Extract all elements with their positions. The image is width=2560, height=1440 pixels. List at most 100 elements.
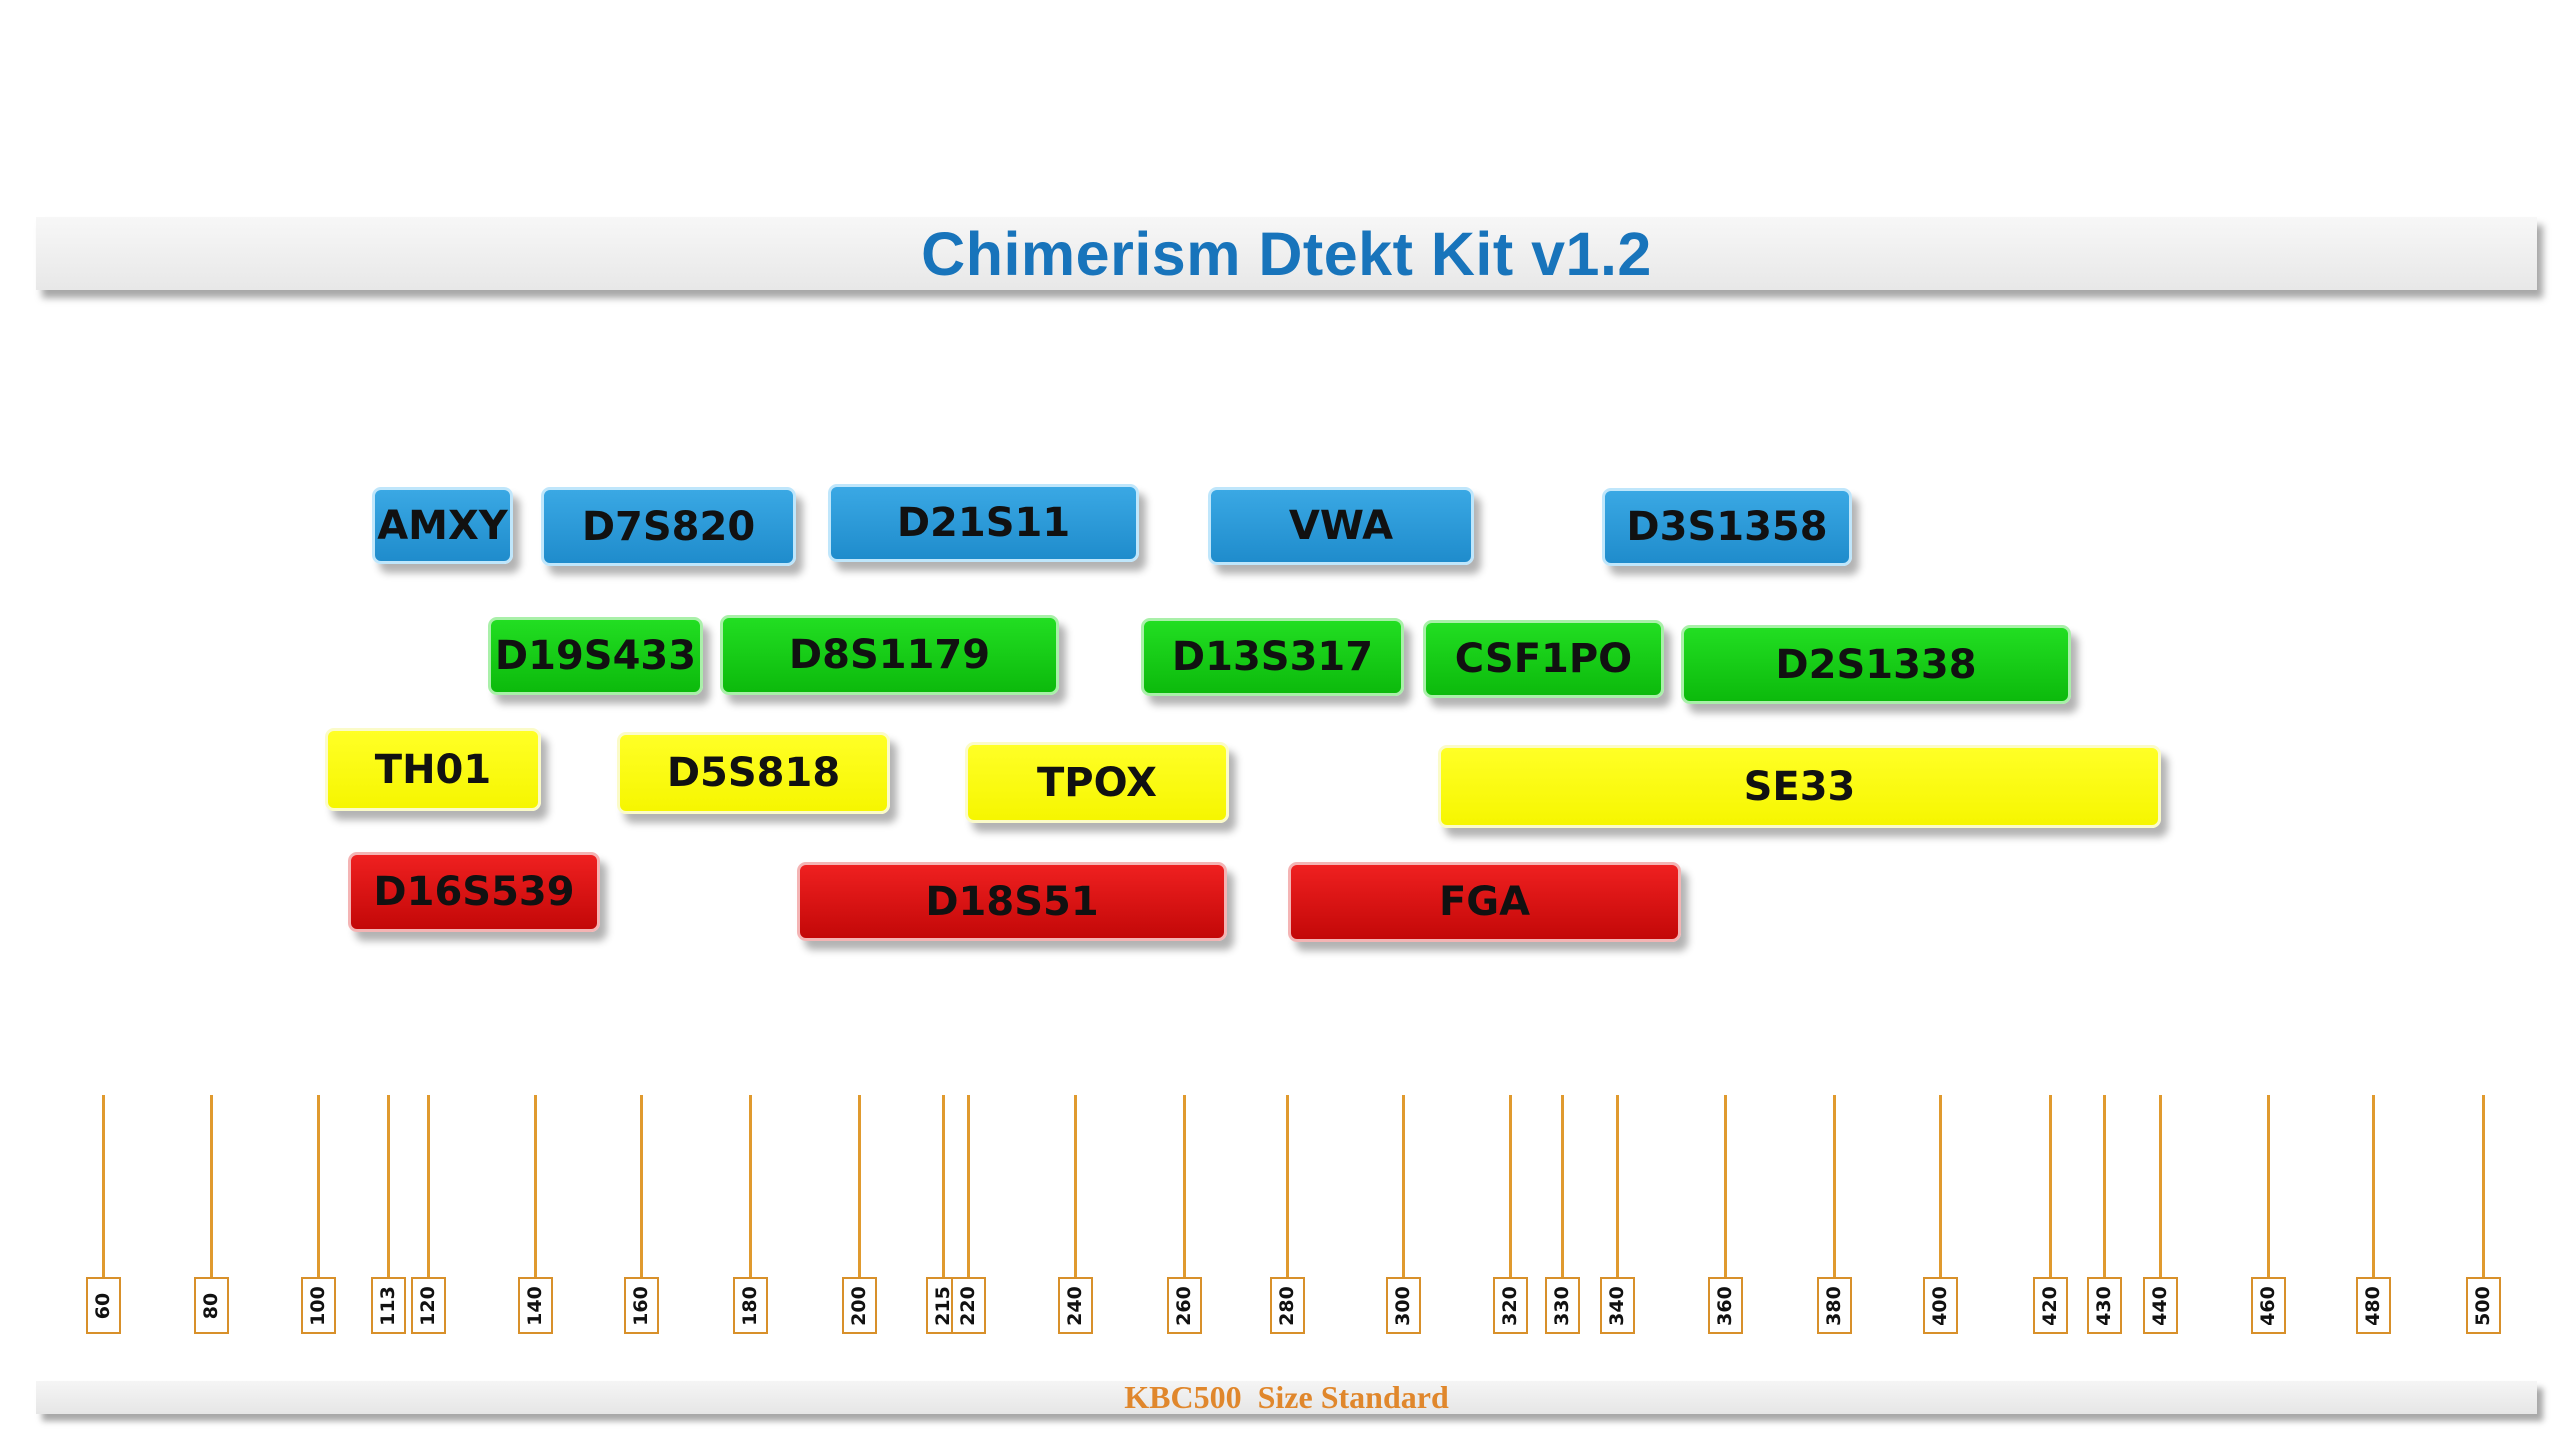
marker-d19s433: D19S433 [488, 617, 703, 695]
ladder-line-300 [1401, 1095, 1405, 1278]
ladder-size-text: 320 [1499, 1285, 1522, 1326]
ladder-line-360 [1723, 1095, 1727, 1278]
ladder-size-text: 400 [1929, 1285, 1952, 1326]
ladder-label-480: 480 [2355, 1277, 2391, 1334]
marker-d13s317: D13S317 [1141, 618, 1404, 696]
page-title: Chimerism Dtekt Kit v1.2 [921, 219, 1652, 288]
ladder-line-140 [533, 1095, 537, 1278]
marker-th01: TH01 [325, 728, 541, 811]
ladder-size-text: 300 [1392, 1285, 1415, 1326]
ladder-size-text: 240 [1064, 1285, 1087, 1326]
ladder-label-330: 330 [1544, 1277, 1580, 1334]
marker-d7s820: D7S820 [541, 487, 796, 566]
ladder-label-360: 360 [1707, 1277, 1743, 1334]
ladder-label-100: 100 [300, 1277, 336, 1334]
ladder-label-440: 440 [2142, 1277, 2178, 1334]
ladder-size-text: 220 [957, 1285, 980, 1326]
ladder-size-text: 160 [630, 1285, 653, 1326]
ladder-size-text: 420 [2039, 1285, 2062, 1326]
ladder-line-80 [209, 1095, 213, 1278]
marker-se33: SE33 [1438, 745, 2161, 828]
ladder-label-60: 60 [85, 1277, 121, 1334]
ladder-line-260 [1182, 1095, 1186, 1278]
size-standard-label: KBC500 Size Standard [1124, 1379, 1449, 1415]
marker-vwa: VWA [1208, 487, 1474, 565]
ladder-line-200 [857, 1095, 861, 1278]
marker-tpox: TPOX [965, 742, 1229, 823]
ladder-line-330 [1560, 1095, 1564, 1278]
ladder-size-text: 330 [1551, 1285, 1574, 1326]
ladder-size-text: 80 [199, 1292, 222, 1319]
ladder-line-220 [966, 1095, 970, 1278]
ladder-line-480 [2371, 1095, 2375, 1278]
ladder-size-text: 380 [1823, 1285, 1846, 1326]
ladder-size-text: 60 [91, 1292, 114, 1319]
ladder-line-420 [2048, 1095, 2052, 1278]
ladder-label-300: 300 [1385, 1277, 1421, 1334]
marker-d5s818: D5S818 [617, 732, 890, 814]
ladder-line-100 [316, 1095, 320, 1278]
marker-fga: FGA [1288, 862, 1681, 942]
ladder-size-text: 140 [524, 1285, 547, 1326]
ladder-line-460 [2266, 1095, 2270, 1278]
ladder-line-380 [1832, 1095, 1836, 1278]
ladder-label-120: 120 [410, 1277, 446, 1334]
marker-amxy: AMXY [372, 487, 513, 564]
ladder-label-200: 200 [841, 1277, 877, 1334]
ladder-label-400: 400 [1922, 1277, 1958, 1334]
ladder-size-text: 500 [2472, 1285, 2495, 1326]
ladder-line-120 [426, 1095, 430, 1278]
ladder-label-220: 220 [950, 1277, 986, 1334]
ladder-label-140: 140 [517, 1277, 553, 1334]
ladder-label-420: 420 [2032, 1277, 2068, 1334]
ladder-line-113 [386, 1095, 390, 1278]
ladder-label-240: 240 [1057, 1277, 1093, 1334]
ladder-label-113: 113 [370, 1277, 406, 1334]
ladder-size-text: 480 [2362, 1285, 2385, 1326]
ladder-label-320: 320 [1492, 1277, 1528, 1334]
ladder-label-260: 260 [1166, 1277, 1202, 1334]
ladder-size-text: 440 [2149, 1285, 2172, 1326]
ladder-line-500 [2481, 1095, 2485, 1278]
ladder-line-340 [1615, 1095, 1619, 1278]
ladder-size-text: 430 [2093, 1285, 2116, 1326]
ladder-label-460: 460 [2250, 1277, 2286, 1334]
ladder-line-430 [2102, 1095, 2106, 1278]
ladder-size-text: 180 [739, 1285, 762, 1326]
ladder-size-text: 100 [307, 1285, 330, 1326]
marker-d21s11: D21S11 [828, 484, 1139, 562]
marker-d16s539: D16S539 [348, 852, 600, 932]
ladder-size-text: 280 [1276, 1285, 1299, 1326]
ladder-line-440 [2158, 1095, 2162, 1278]
ladder-label-430: 430 [2086, 1277, 2122, 1334]
ladder-line-400 [1938, 1095, 1942, 1278]
ladder-size-text: 113 [377, 1285, 400, 1326]
ladder-label-500: 500 [2465, 1277, 2501, 1334]
ladder-label-160: 160 [623, 1277, 659, 1334]
ladder-line-280 [1285, 1095, 1289, 1278]
ladder-label-80: 80 [193, 1277, 229, 1334]
marker-d18s51: D18S51 [797, 862, 1227, 941]
ladder-line-160 [639, 1095, 643, 1278]
ladder-size-text: 120 [417, 1285, 440, 1326]
ladder-line-180 [748, 1095, 752, 1278]
title-bar: Chimerism Dtekt Kit v1.2 [36, 217, 2537, 290]
ladder-line-320 [1508, 1095, 1512, 1278]
ladder-size-text: 360 [1714, 1285, 1737, 1326]
marker-d8s1179: D8S1179 [720, 615, 1059, 695]
marker-d3s1358: D3S1358 [1602, 488, 1852, 566]
ladder-size-text: 460 [2257, 1285, 2280, 1326]
ladder-label-180: 180 [732, 1277, 768, 1334]
ladder-size-text: 200 [848, 1285, 871, 1326]
ladder-size-text: 260 [1173, 1285, 1196, 1326]
ladder-line-215 [941, 1095, 945, 1278]
marker-d2s1338: D2S1338 [1681, 625, 2071, 704]
marker-csf1po: CSF1PO [1423, 620, 1664, 698]
ladder-label-340: 340 [1599, 1277, 1635, 1334]
ladder-size-text: 340 [1606, 1285, 1629, 1326]
footer-bar: KBC500 Size Standard [36, 1379, 2537, 1415]
ladder-label-280: 280 [1269, 1277, 1305, 1334]
ladder-label-380: 380 [1816, 1277, 1852, 1334]
ladder-line-240 [1073, 1095, 1077, 1278]
ladder-line-60 [101, 1095, 105, 1278]
